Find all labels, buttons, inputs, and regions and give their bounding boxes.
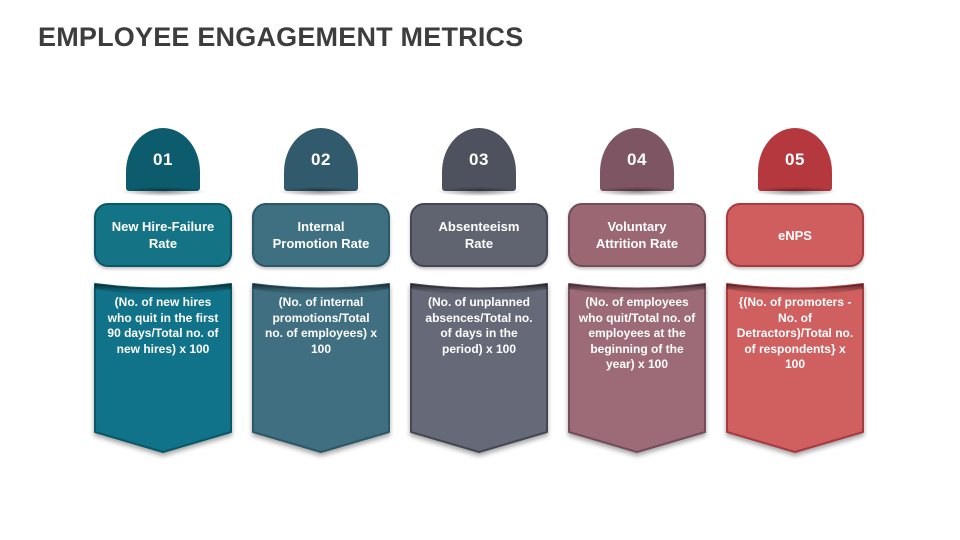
metric-column: 03 Absenteeism Rate (No. of unplanned ab…: [410, 128, 548, 458]
metric-formula: (No. of unplanned absences/Total no. of …: [425, 295, 533, 356]
metric-title-box: Internal Promotion Rate: [252, 203, 390, 267]
metric-formula: (No. of new hires who quit in the first …: [107, 295, 219, 356]
metric-title-box: New Hire-Failure Rate: [94, 203, 232, 267]
metric-title-box: Voluntary Attrition Rate: [568, 203, 706, 267]
metric-banner: (No. of employees who quit/Total no. of …: [568, 279, 706, 457]
metric-formula: (No. of employees who quit/Total no. of …: [578, 295, 696, 371]
banner-pennant-shape: [568, 283, 706, 453]
metric-title: eNPS: [778, 227, 812, 243]
metric-formula: {(No. of promoters - No. of Detractors)/…: [736, 295, 854, 371]
banner-pennant-shape: [726, 283, 864, 453]
metric-column: 05 eNPS {(No. of promoters - No. of Detr…: [726, 128, 864, 458]
badge-shadow-decoration: [578, 185, 696, 198]
metric-column: 04 Voluntary Attrition Rate (No. of empl…: [568, 128, 706, 458]
metric-number-badge: 03: [442, 128, 516, 191]
badge-shadow-decoration: [736, 185, 854, 198]
page-title: EMPLOYEE ENGAGEMENT METRICS: [38, 22, 524, 52]
banner-pennant-shape: [94, 283, 232, 453]
metric-title-box: eNPS: [726, 203, 864, 267]
banner-pennant-shape: [410, 283, 548, 453]
metric-title: Voluntary Attrition Rate: [595, 219, 679, 251]
badge-shadow-decoration: [420, 185, 538, 198]
banner-pennant-shape: [252, 283, 390, 453]
metric-number: 05: [785, 149, 805, 169]
metric-banner: (No. of internal promotions/Total no. of…: [252, 279, 390, 457]
metric-number-badge: 02: [284, 128, 358, 191]
metric-title: Absenteeism Rate: [438, 219, 520, 251]
metric-banner: (No. of unplanned absences/Total no. of …: [410, 279, 548, 457]
badge-shadow-decoration: [262, 185, 380, 198]
badge-shadow-decoration: [104, 185, 222, 198]
metric-number: 01: [153, 149, 173, 169]
metric-number-badge: 01: [126, 128, 200, 191]
metric-banner: {(No. of promoters - No. of Detractors)/…: [726, 279, 864, 457]
metric-column: 02 Internal Promotion Rate (No. of inter…: [252, 128, 390, 458]
metric-number: 04: [627, 149, 647, 169]
metric-title: New Hire-Failure Rate: [111, 219, 215, 251]
metric-number: 03: [469, 149, 489, 169]
metric-title: Internal Promotion Rate: [272, 219, 370, 251]
metric-title-box: Absenteeism Rate: [410, 203, 548, 267]
metric-banner: (No. of new hires who quit in the first …: [94, 279, 232, 457]
metric-formula: (No. of internal promotions/Total no. of…: [264, 295, 378, 356]
metric-number-badge: 04: [600, 128, 674, 191]
metric-column: 01 New Hire-Failure Rate (No. of new hir…: [94, 128, 232, 458]
metric-number-badge: 05: [758, 128, 832, 191]
metric-number: 02: [311, 149, 331, 169]
